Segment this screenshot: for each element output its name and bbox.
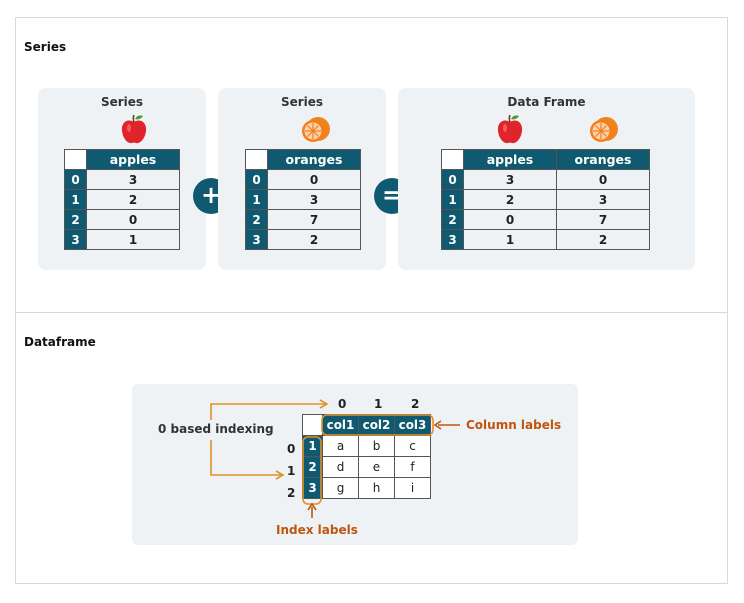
column-labels-arrowhead [433,420,442,430]
value-cell: f [394,456,431,478]
value-cell: 2 [267,229,361,250]
series-panel-title: Series [24,40,67,54]
column-header: oranges [556,149,650,170]
corner-cell [441,149,464,170]
indexing-label: 0 based indexing [158,422,274,436]
dataframe-panel-title: Dataframe [24,335,96,349]
row-position: 1 [287,464,296,478]
index-cell: 3 [64,229,87,250]
card-title: Series [100,95,144,109]
indexing-arrowhead-up [319,399,329,409]
value-cell: g [322,477,359,499]
indexing-arrowhead-down [275,470,285,480]
indexing-arrow-down [210,440,281,476]
column-position: 2 [411,397,420,411]
index-cell: 3 [441,229,464,250]
column-header: apples [86,149,180,170]
value-cell: a [322,435,359,457]
value-cell: b [358,435,395,457]
value-cell: d [322,456,359,478]
card-title: Data Frame [507,95,586,109]
index-cell: 0 [441,169,464,190]
column-labels-outline [321,414,434,436]
column-header: apples [463,149,557,170]
value-cell: 1 [86,229,180,250]
column-label: col3 [394,414,431,436]
value-cell: h [358,477,395,499]
labeled-dataframe-table: col1 col2 col3 1 a b c 2 d e f 3 g h i [302,414,431,499]
indexing-arrow-up [210,403,325,420]
value-cell: 2 [556,229,650,250]
orange-icon [302,117,330,142]
index-labels-arrowhead [307,502,317,511]
row-position: 2 [287,486,296,500]
column-position: 1 [374,397,383,411]
column-label: col1 [322,414,359,436]
index-cell: 3 [245,229,268,250]
corner-cell [245,149,268,170]
column-position: 0 [338,397,347,411]
value-cell: i [394,477,431,499]
column-labels-callout: Column labels [466,418,562,432]
apple-icon [121,114,147,144]
index-cell: 0 [64,169,87,190]
dataframe-table: apples oranges 0 3 0 1 2 3 2 0 7 3 1 2 [441,149,650,250]
card-title: Series [280,95,324,109]
index-labels-outline [302,436,322,505]
column-header: oranges [267,149,361,170]
orange-icon [590,117,618,142]
row-position: 0 [287,442,296,456]
index-labels-callout: Index labels [276,523,358,537]
value-cell: e [358,456,395,478]
apple-icon [497,114,523,144]
column-label: col2 [358,414,395,436]
